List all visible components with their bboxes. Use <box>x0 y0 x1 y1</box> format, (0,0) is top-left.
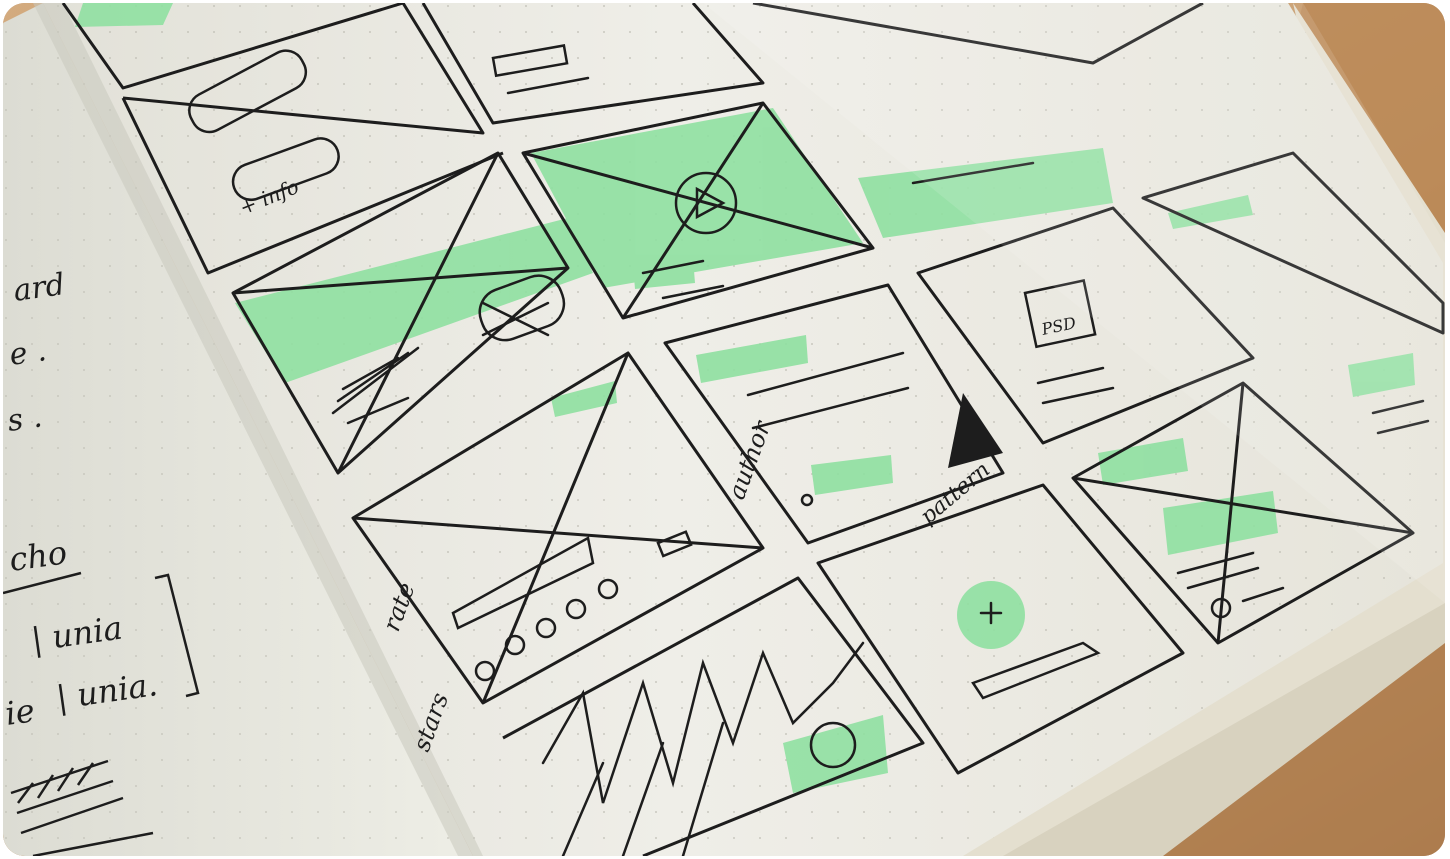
handwriting-line: ard <box>11 267 67 309</box>
handwriting-heading: cho <box>7 533 70 579</box>
handwriting-line: e . <box>7 333 48 373</box>
handwriting-line: s . <box>5 399 44 438</box>
sketchbook-photo: ard e . s . cho | unia | unia. ie + info… <box>3 3 1445 856</box>
handwriting-line: ie <box>3 691 37 733</box>
photo-frame: ard e . s . cho | unia | unia. ie + info… <box>3 3 1445 856</box>
